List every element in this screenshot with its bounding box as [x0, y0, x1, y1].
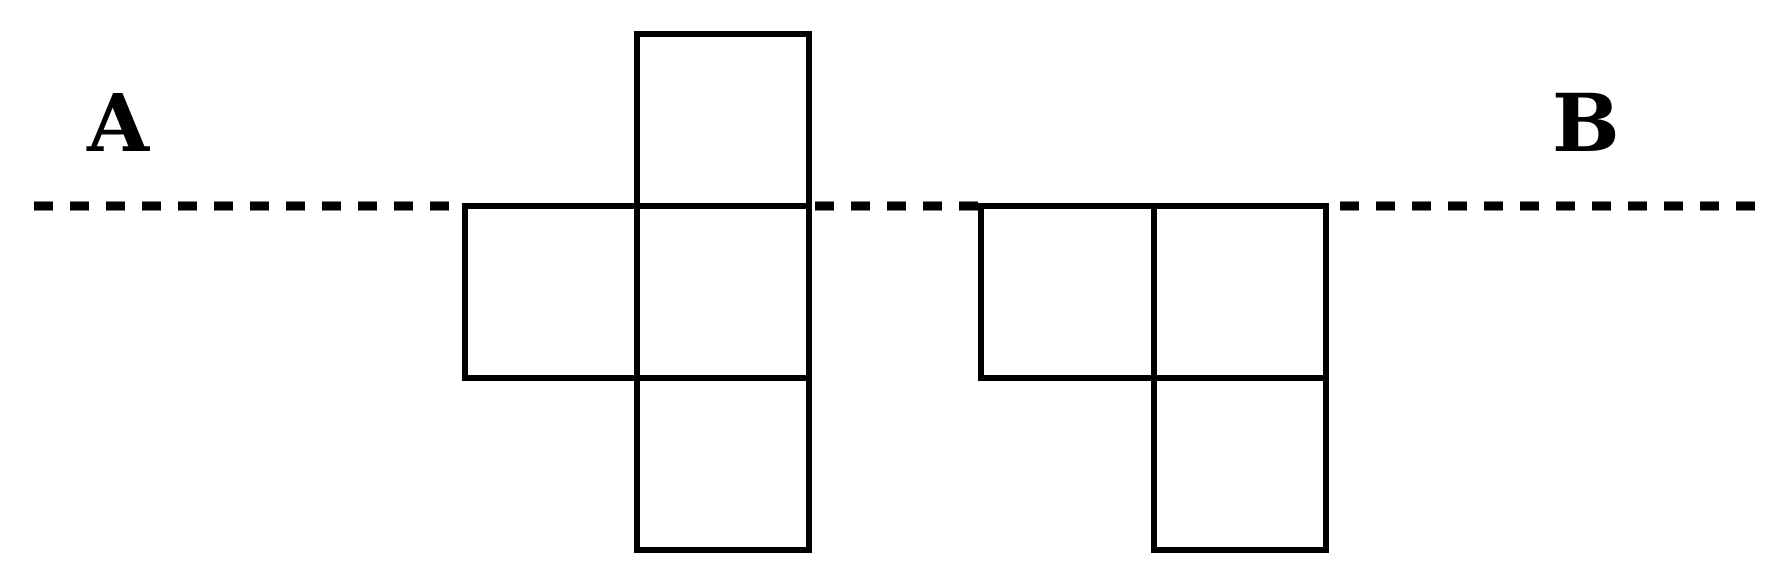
figure-left [462, 31, 812, 553]
square [1151, 375, 1329, 553]
square [634, 375, 812, 553]
square [634, 31, 812, 209]
square [462, 203, 640, 381]
square [634, 203, 812, 381]
square [1151, 203, 1329, 381]
label-a: A [86, 76, 150, 170]
label-b: B [1552, 76, 1620, 170]
square [978, 203, 1157, 381]
figure-right [978, 203, 1329, 553]
